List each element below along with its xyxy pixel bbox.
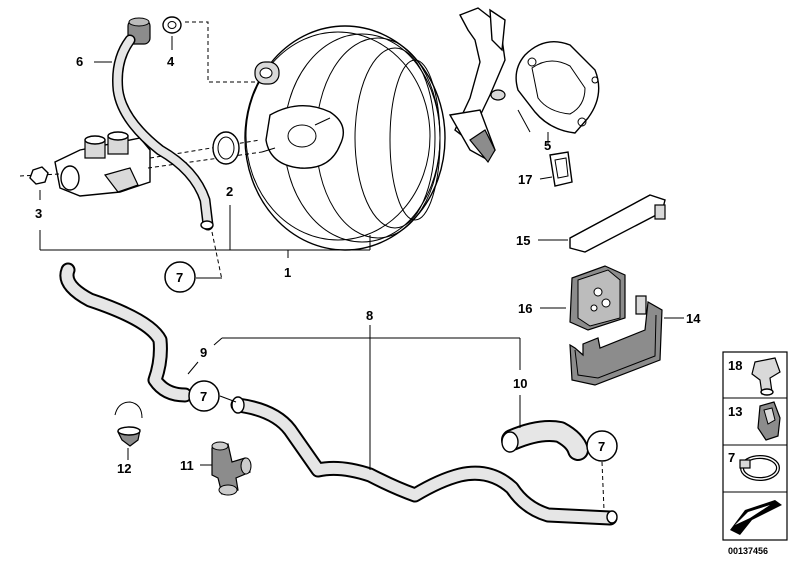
- o-ring[interactable]: [212, 131, 240, 165]
- vacuum-hose-upper[interactable]: [112, 34, 214, 231]
- hose-clamp-icon: [751, 357, 781, 396]
- hose-section-9[interactable]: [59, 262, 193, 403]
- pedal-bracket[interactable]: [439, 7, 506, 164]
- callout-circle-7c: [586, 430, 618, 462]
- label-part-5[interactable]: 5: [544, 138, 551, 153]
- retaining-clip[interactable]: [549, 151, 573, 187]
- label-part-9[interactable]: 9: [200, 345, 207, 360]
- cover-strip[interactable]: [569, 194, 666, 253]
- label-part-16[interactable]: 16: [518, 301, 532, 316]
- callout-circle-7b: [188, 380, 220, 412]
- label-part-15[interactable]: 15: [516, 233, 530, 248]
- arrow-icon: [730, 500, 782, 535]
- label-part-8[interactable]: 8: [366, 308, 373, 323]
- legend-item-13[interactable]: 13: [728, 401, 781, 441]
- svg-text:18: 18: [728, 358, 742, 373]
- hose-connector[interactable]: [211, 441, 252, 496]
- label-part-3[interactable]: 3: [35, 206, 42, 221]
- label-part-10[interactable]: 10: [513, 376, 527, 391]
- spring-clamp[interactable]: [114, 401, 143, 447]
- legend-item-18[interactable]: 18: [728, 357, 781, 396]
- master-cylinder[interactable]: [19, 131, 263, 197]
- reference-code: 00137456: [728, 546, 768, 556]
- clip-icon: [757, 401, 781, 441]
- hose-section-10[interactable]: [501, 420, 589, 461]
- gasket-plate[interactable]: [515, 41, 600, 134]
- washer[interactable]: [162, 16, 182, 34]
- legend-nav[interactable]: [730, 500, 782, 535]
- label-part-12[interactable]: 12: [117, 461, 131, 476]
- svg-text:13: 13: [728, 404, 742, 419]
- hex-nut[interactable]: [29, 166, 49, 185]
- label-part-7b[interactable]: 7: [200, 389, 207, 404]
- label-part-7c[interactable]: 7: [598, 439, 605, 454]
- legend-item-7[interactable]: 7: [728, 450, 780, 481]
- label-part-2[interactable]: 2: [226, 184, 233, 199]
- brake-booster[interactable]: [244, 25, 446, 251]
- label-part-1[interactable]: 1: [284, 265, 291, 280]
- label-part-11[interactable]: 11: [180, 458, 194, 473]
- label-part-7a[interactable]: 7: [176, 270, 183, 285]
- band-clamp-icon: [739, 455, 780, 481]
- label-part-17[interactable]: 17: [518, 172, 532, 187]
- svg-text:7: 7: [728, 450, 735, 465]
- mounting-pad[interactable]: [569, 265, 626, 331]
- callout-circle-7a: [164, 261, 196, 293]
- label-part-4[interactable]: 4: [167, 54, 175, 69]
- leader-lines: [39, 21, 684, 511]
- hose-section-8-main[interactable]: [230, 396, 618, 526]
- label-part-14[interactable]: 14: [686, 311, 701, 326]
- hose-holder[interactable]: [569, 295, 663, 386]
- label-part-6[interactable]: 6: [76, 54, 83, 69]
